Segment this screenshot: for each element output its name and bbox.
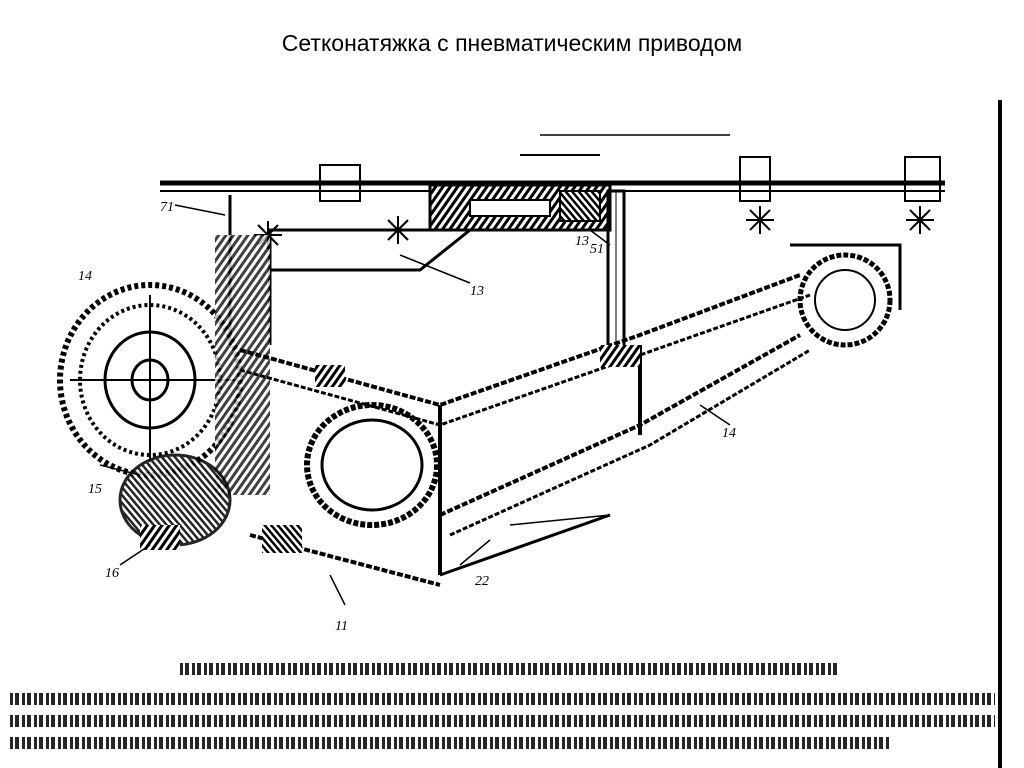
label-13-top: 13 [470,284,484,299]
technical-drawing: 71 14 13 15 16 13 11 22 14 51 [0,95,1024,655]
label-13-right: 13 [575,234,589,249]
figure-caption [10,655,1000,765]
large-roller [57,282,243,478]
label-22: 22 [475,574,489,589]
caption-line-2 [10,715,995,727]
base-detail-2 [140,525,180,550]
slide-title: Сетконатяжка с пневматическим приводом [281,30,743,56]
label-16: 16 [105,566,119,581]
bolt-detail [315,365,345,387]
label-71: 71 [160,200,174,215]
pneumatic-cylinder [428,183,612,232]
label-51: 51 [590,242,604,257]
joint-detail [600,345,640,367]
caption-line-1 [10,693,995,705]
label-14: 14 [78,269,92,284]
page-edge-rule [998,100,1002,768]
caption-title-line [180,663,840,675]
caption-line-3 [10,737,890,749]
tension-roller [304,402,440,528]
label-15: 15 [88,482,102,497]
right-roller [790,243,902,348]
label-14-arm: 14 [722,426,736,441]
left-frame-hatch [215,235,270,495]
base-detail [262,525,302,553]
drawing-canvas: 71 14 13 15 16 13 11 22 14 51 [57,134,945,634]
label-11: 11 [335,619,348,634]
leader-lines [99,204,731,606]
